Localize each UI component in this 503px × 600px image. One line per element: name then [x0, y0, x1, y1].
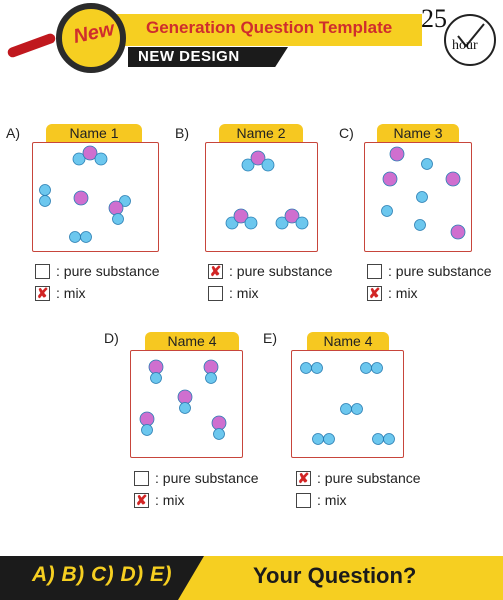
- blue-atom-icon: [414, 219, 426, 231]
- purple-atom-icon: [382, 171, 398, 187]
- blue-atom-icon: [241, 158, 255, 172]
- question-a-particle-box: [32, 142, 159, 252]
- header-banner: [92, 14, 422, 46]
- question-d-letter: D): [104, 330, 119, 346]
- question-e-mix-label: : mix: [317, 492, 347, 508]
- subtitle-banner: [128, 47, 288, 67]
- purple-atom-icon: [148, 359, 164, 375]
- blue-atom-icon: [372, 433, 384, 445]
- answer-choices: A) B) C) D) E): [32, 563, 172, 586]
- blue-atom-icon: [351, 403, 363, 415]
- blue-atom-icon: [39, 195, 51, 207]
- blue-atom-icon: [69, 231, 81, 243]
- magnifier-icon: [56, 3, 126, 73]
- question-a-name-tab: Name 1: [46, 124, 142, 142]
- blue-atom-icon: [300, 362, 312, 374]
- question-b-mix-label: : mix: [229, 285, 259, 301]
- question-e-letter: E): [263, 330, 277, 346]
- page-title: Generation Question Template: [146, 18, 393, 37]
- blue-atom-icon: [244, 216, 258, 230]
- blue-atom-icon: [179, 402, 191, 414]
- purple-atom-icon: [233, 208, 249, 224]
- footer-highlight: [178, 556, 503, 600]
- question-d-pure-label: : pure substance: [155, 470, 259, 486]
- blue-atom-icon: [275, 216, 289, 230]
- purple-atom-icon: [445, 171, 461, 187]
- blue-atom-icon: [94, 152, 108, 166]
- question-prompt: Your Question?: [253, 563, 417, 588]
- question-c-pure-checkbox[interactable]: [367, 264, 382, 279]
- purple-atom-icon: [250, 150, 266, 166]
- purple-atom-icon: [211, 415, 227, 431]
- question-e-particles: [300, 362, 395, 445]
- blue-atom-icon: [112, 213, 124, 225]
- blue-atom-icon: [381, 205, 393, 217]
- question-d-name-tab: Name 4: [145, 332, 239, 350]
- question-b-particles: [225, 150, 309, 230]
- question-e-pure-checkbox[interactable]: ✘: [296, 470, 311, 486]
- blue-atom-icon: [72, 152, 86, 166]
- question-a-pure-label: : pure substance: [56, 263, 160, 279]
- question-b-name-tab: Name 2: [219, 124, 303, 142]
- purple-atom-icon: [108, 200, 124, 216]
- blue-atom-icon: [261, 158, 275, 172]
- question-a-mix-checkbox[interactable]: ✘: [35, 285, 50, 301]
- blue-atom-icon: [360, 362, 372, 374]
- blue-atom-icon: [150, 372, 162, 384]
- purple-atom-icon: [177, 389, 193, 405]
- blue-atom-icon: [383, 433, 395, 445]
- blue-atom-icon: [340, 403, 352, 415]
- question-c-letter: C): [339, 125, 354, 141]
- purple-atom-icon: [203, 359, 219, 375]
- question-b-pure-checkbox[interactable]: ✘: [208, 263, 223, 279]
- blue-atom-icon: [213, 428, 225, 440]
- purple-atom-icon: [450, 224, 466, 240]
- blue-atom-icon: [371, 362, 383, 374]
- blue-atom-icon: [312, 433, 324, 445]
- question-a-pure-checkbox[interactable]: [35, 264, 50, 279]
- purple-atom-icon: [389, 146, 405, 162]
- question-c-pure-label: : pure substance: [388, 263, 492, 279]
- blue-atom-icon: [421, 158, 433, 170]
- purple-atom-icon: [139, 411, 155, 427]
- blue-atom-icon: [205, 372, 217, 384]
- question-d-particle-box: [130, 350, 243, 458]
- magnifier-handle-icon: [6, 32, 57, 59]
- question-c-particle-box: [364, 142, 472, 252]
- blue-atom-icon: [323, 433, 335, 445]
- blue-atom-icon: [311, 362, 323, 374]
- blue-atom-icon: [141, 424, 153, 436]
- question-d-pure-checkbox[interactable]: [134, 471, 149, 486]
- purple-atom-icon: [284, 208, 300, 224]
- blue-atom-icon: [295, 216, 309, 230]
- question-b-pure-label: : pure substance: [229, 263, 333, 279]
- purple-atom-icon: [73, 190, 89, 206]
- question-d-mix-checkbox[interactable]: ✘: [134, 492, 149, 508]
- question-e-name-tab: Name 4: [307, 332, 389, 350]
- question-a-letter: A): [6, 125, 20, 141]
- question-b-particle-box: [205, 142, 318, 252]
- question-d-particles: [139, 359, 227, 440]
- blue-atom-icon: [39, 184, 51, 196]
- clock-hands-icon: [457, 23, 485, 48]
- question-c-name-tab: Name 3: [377, 124, 459, 142]
- page-subtitle: NEW DESIGN: [138, 48, 240, 65]
- question-a-particles: [39, 145, 131, 243]
- question-b-letter: B): [175, 125, 189, 141]
- clock-icon: [444, 14, 496, 66]
- question-c-mix-checkbox[interactable]: ✘: [367, 285, 382, 301]
- blue-atom-icon: [80, 231, 92, 243]
- time-unit: hour: [452, 38, 478, 53]
- question-e-mix-checkbox[interactable]: [296, 493, 311, 508]
- blue-atom-icon: [416, 191, 428, 203]
- question-d-mix-label: : mix: [155, 492, 185, 508]
- question-a-mix-label: : mix: [56, 285, 86, 301]
- question-e-particle-box: [291, 350, 404, 458]
- question-e-pure-label: : pure substance: [317, 470, 421, 486]
- purple-atom-icon: [82, 145, 98, 161]
- question-c-mix-label: : mix: [388, 285, 418, 301]
- question-c-particles: [381, 146, 466, 240]
- question-b-mix-checkbox[interactable]: [208, 286, 223, 301]
- blue-atom-icon: [119, 195, 131, 207]
